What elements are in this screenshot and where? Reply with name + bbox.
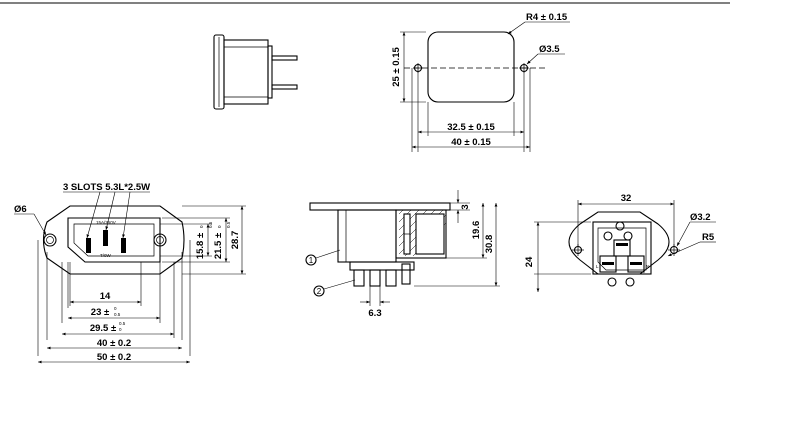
- section-view: 3 19.6 30.8 6.3 1 2: [305, 190, 500, 319]
- dim-287: 28.7: [230, 231, 241, 250]
- tol-158-top: 0: [199, 225, 204, 228]
- dim-25: 25 ± 0.15: [391, 47, 402, 87]
- dim-32: 32: [621, 193, 632, 204]
- slot-left: [86, 238, 91, 253]
- dim-24: 24: [524, 256, 535, 267]
- dim-r5: R5: [702, 232, 715, 243]
- tol-295-top: 0.5: [119, 321, 126, 326]
- dim-r4: R4 ± 0.15: [526, 12, 568, 23]
- dim-325: 32.5 ± 0.15: [447, 122, 495, 133]
- front-view: 15A/250V T/0W 3 SLOTS 5.3L*2.5W Ø6 15.8 …: [14, 182, 246, 364]
- tol-23-bot: 0.5: [114, 312, 121, 317]
- callout-1: [305, 254, 317, 266]
- dim-50: 50 ± 0.2: [97, 352, 131, 363]
- mount-hole-left: [43, 233, 57, 247]
- side-view: [213, 34, 298, 110]
- dim-d6: Ø6: [14, 204, 27, 215]
- dim-d35: Ø3.5: [539, 44, 560, 55]
- callout-2-label: 2: [317, 287, 322, 296]
- rear-view: L N 32 Ø3.2 R5 24: [524, 193, 716, 292]
- dim-front-40: 40 ± 0.2: [97, 338, 131, 349]
- dim-3: 3: [460, 204, 471, 209]
- rating-amp: 15A/250V: [96, 220, 116, 225]
- dim-40: 40 ± 0.15: [451, 137, 491, 148]
- callout-1-label: 1: [309, 256, 314, 265]
- dim-295: 29.5 ±: [90, 323, 116, 334]
- dim-215: 21.5 ±: [213, 233, 224, 259]
- dim-308: 30.8: [484, 235, 495, 254]
- label-n: N: [646, 264, 649, 269]
- slot-right: [121, 238, 126, 253]
- tol-295-bot: 0: [119, 327, 122, 332]
- rating-temp: T/0W: [100, 253, 112, 258]
- slots-note: 3 SLOTS 5.3L*2.5W: [63, 182, 150, 193]
- dim-196: 19.6: [471, 221, 482, 240]
- dim-23: 23 ±: [91, 307, 109, 318]
- tol-215-bot: 0.5: [226, 221, 231, 228]
- dim-63: 6.3: [368, 308, 381, 319]
- dim-14: 14: [100, 291, 111, 302]
- mount-hole-right: [153, 233, 167, 247]
- tol-23-top: 0: [114, 306, 117, 311]
- tol-158-bot: 0.5: [208, 221, 213, 228]
- tol-215-top: 0: [217, 225, 222, 228]
- dim-d32: Ø3.2: [690, 212, 711, 223]
- slot-earth: [103, 230, 108, 246]
- top-view: R4 ± 0.15 Ø3.5 25 ± 0.15 32.5 ± 0.15 40 …: [391, 12, 570, 152]
- callout-2: [313, 285, 325, 297]
- dim-158: 15.8 ±: [195, 233, 206, 259]
- label-l: L: [596, 264, 599, 269]
